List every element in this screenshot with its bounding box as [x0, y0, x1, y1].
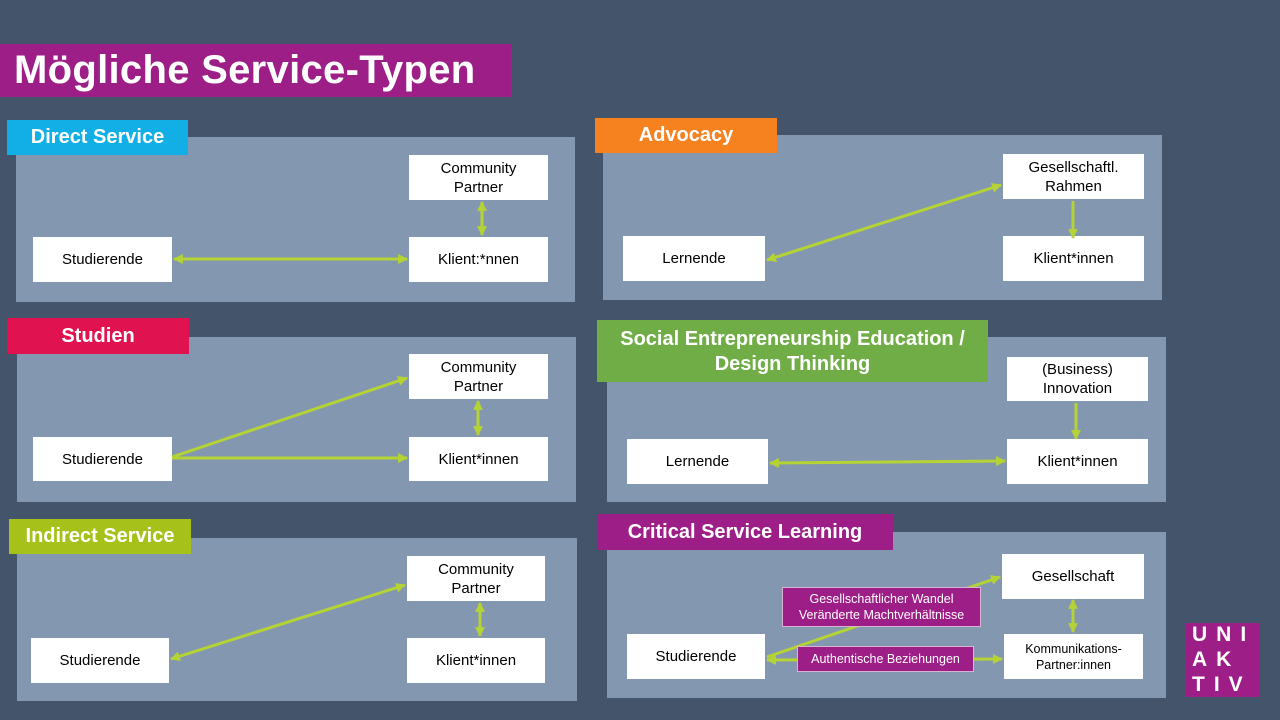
kommunikations-partner-box: Kommunikations- Partner:innen	[1004, 634, 1143, 679]
advocacy-label: Advocacy	[595, 118, 777, 153]
gesellschaftlicher-wandel-label: Gesellschaftlicher Wandel Veränderte Mac…	[782, 587, 981, 627]
arrow-lernende-klienten	[769, 456, 1006, 468]
klienten-box: Klient*innen	[409, 437, 548, 481]
gesellschaft-box: Gesellschaft	[1002, 554, 1144, 599]
community-partner-box: Community Partner	[409, 354, 548, 399]
direct-service-label: Direct Service	[7, 120, 188, 155]
studien-label: Studien	[7, 318, 189, 354]
critical-service-learning-label: Critical Service Learning	[597, 514, 893, 550]
logo-line-3: TIV	[1192, 673, 1252, 696]
studierende-box: Studierende	[33, 437, 172, 481]
studierende-box: Studierende	[627, 634, 765, 679]
social-entrepreneurship-label: Social Entrepreneurship Education / Desi…	[597, 320, 988, 382]
gesellschaftl-rahmen-box: Gesellschaftl. Rahmen	[1003, 154, 1144, 199]
business-innovation-box: (Business) Innovation	[1007, 357, 1148, 401]
klienten-box: Klient*innen	[407, 638, 545, 683]
klienten-box: Klient*innen	[1007, 439, 1148, 484]
lernende-box: Lernende	[623, 236, 765, 281]
community-partner-box: Community Partner	[409, 155, 548, 200]
studierende-box: Studierende	[31, 638, 169, 683]
klienten-box: Klient*innen	[1003, 236, 1144, 281]
lernende-box: Lernende	[627, 439, 768, 484]
studierende-box: Studierende	[33, 237, 172, 282]
logo-line-2: AK	[1192, 648, 1241, 671]
arrow-lernende-rahmen	[766, 183, 1002, 262]
community-partner-box: Community Partner	[407, 556, 545, 601]
klienten-box: Klient:*nnen	[409, 237, 548, 282]
page-title: Mögliche Service-Typen	[0, 44, 511, 97]
uniaktiv-logo: UNI AK TIV	[1186, 623, 1260, 697]
arrow-studierende-partner	[170, 582, 406, 662]
authentische-beziehungen-label: Authentische Beziehungen	[797, 646, 974, 672]
indirect-service-label: Indirect Service	[9, 519, 191, 554]
arrow-studierende-partner	[171, 376, 408, 459]
logo-line-1: UNI	[1192, 623, 1256, 646]
